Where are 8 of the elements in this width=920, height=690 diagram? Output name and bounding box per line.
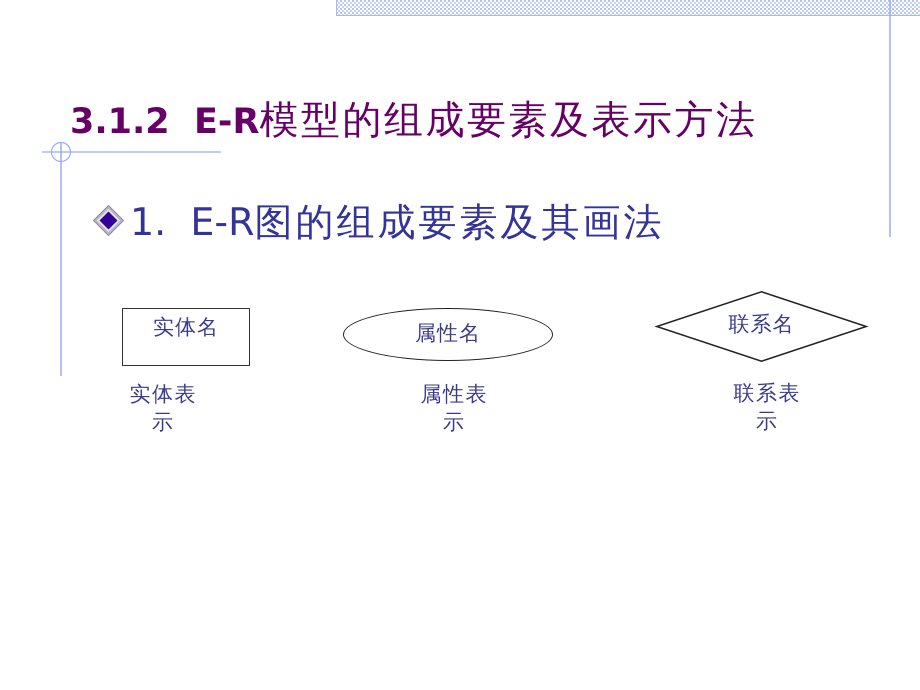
shape-description: 属性表示 (419, 381, 489, 436)
shape-description: 实体表示 (128, 381, 198, 436)
shape-label: 联系名 (728, 312, 794, 336)
shape-label: 属性名 (415, 321, 481, 345)
shape-label: 实体名 (153, 315, 219, 339)
bullet-heading: 1. E-R图的组成要素及其画法 (130, 199, 665, 246)
shape-description: 联系表示 (732, 380, 802, 435)
title: 3.1.2 E-R模型的组成要素及表示方法 (70, 97, 758, 145)
